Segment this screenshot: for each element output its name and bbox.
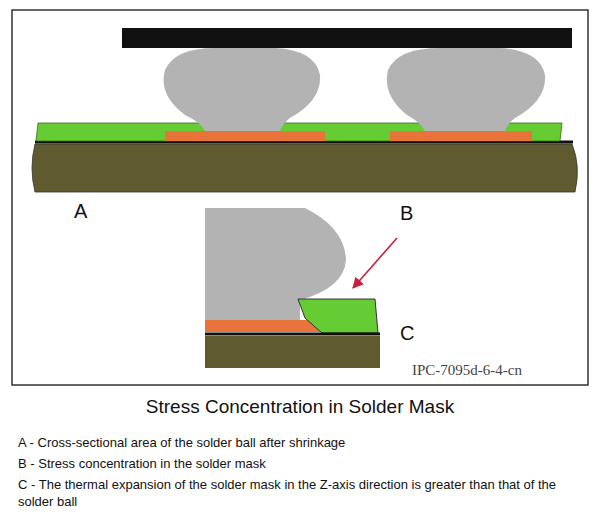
component-body: [122, 28, 572, 48]
callout-letter: B: [400, 200, 413, 226]
copper-layer-detail: [205, 333, 380, 336]
pcb-board: [32, 144, 577, 192]
callout-letter: A: [74, 198, 87, 224]
note: C - The thermal expansion of the solder …: [18, 477, 583, 511]
watermark: IPC-7095d-6-4-cn: [412, 361, 522, 381]
pad: [165, 131, 325, 141]
callout-arrow: [353, 238, 397, 288]
note: A - Cross-sectional area of the solder b…: [18, 435, 583, 452]
solder-ball: [164, 48, 321, 131]
figure-frame: [12, 10, 588, 385]
callout-letter: C: [400, 320, 414, 346]
note: B - Stress concentration in the solder m…: [18, 456, 583, 473]
solder-ball: [387, 48, 545, 131]
pcb-board-detail: [205, 336, 380, 368]
pad: [390, 131, 532, 141]
solder-mask-detail: [298, 299, 378, 333]
figure-title: Stress Concentration in Solder Mask: [0, 396, 600, 418]
